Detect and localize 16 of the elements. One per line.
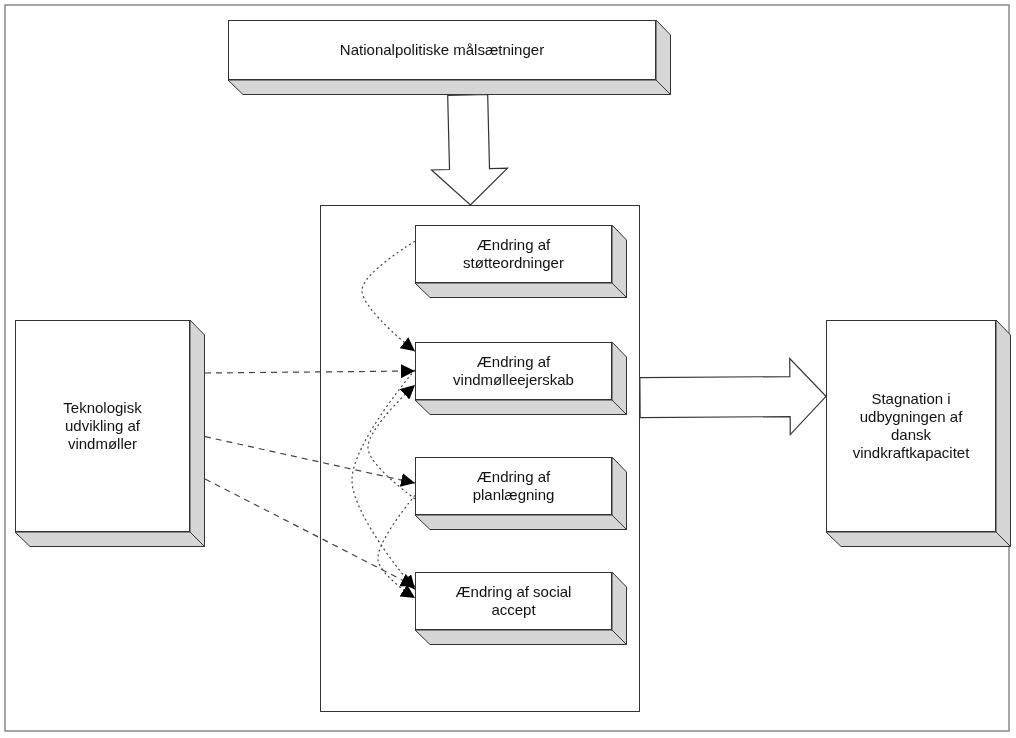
arrow	[204, 436, 416, 487]
arrow	[367, 384, 416, 500]
box-label: Ændring af støtteordninger	[462, 236, 565, 272]
box-label: Ændring af social accept	[454, 583, 573, 619]
block-arrow	[430, 93, 509, 206]
box-label: Teknologisk udvikling af vindmøller	[62, 399, 143, 453]
box-label: Ændring af planlægning	[471, 468, 556, 504]
box-label: Stagnation i udbygningen af dansk vindkraftkapacitet	[851, 390, 971, 462]
arrow	[351, 369, 416, 590]
box-label: Nationalpolitiske målsætninger	[339, 41, 545, 59]
box-label: Ændring af vindmølleejerskab	[452, 353, 575, 389]
block-arrow	[639, 357, 827, 437]
arrow	[204, 478, 416, 588]
arrow	[361, 240, 416, 352]
arrow	[204, 364, 416, 379]
arrow	[377, 494, 416, 599]
